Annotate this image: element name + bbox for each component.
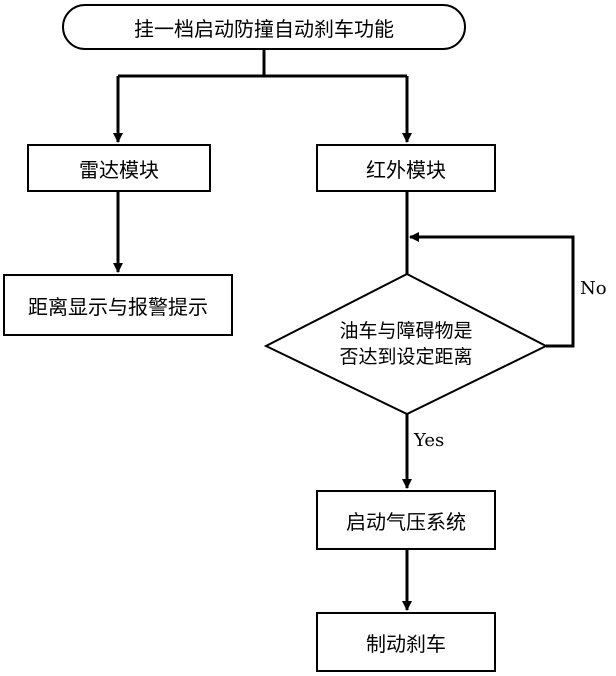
distance-alert-label: 距离显示与报警提示 bbox=[28, 294, 208, 319]
brake-label: 制动刹车 bbox=[366, 631, 446, 656]
edge-label-no: No bbox=[580, 278, 607, 299]
edge-label-yes: Yes bbox=[414, 430, 445, 451]
infrared-module-node: 红外模块 bbox=[316, 144, 496, 192]
decision-label: 油车与障碍物是 否达到设定距离 bbox=[300, 318, 512, 370]
radar-module-node: 雷达模块 bbox=[27, 144, 211, 192]
distance-alert-node: 距离显示与报警提示 bbox=[3, 274, 233, 336]
brake-node: 制动刹车 bbox=[316, 612, 496, 672]
infrared-module-label: 红外模块 bbox=[366, 157, 446, 182]
air-pressure-label: 启动气压系统 bbox=[346, 509, 466, 534]
arrow-no-loop bbox=[409, 232, 575, 348]
air-pressure-node: 启动气压系统 bbox=[316, 490, 496, 550]
decision-label-line2: 否达到设定距离 bbox=[339, 346, 473, 368]
decision-diamond bbox=[263, 272, 549, 416]
decision-label-line1: 油车与障碍物是 bbox=[339, 320, 473, 342]
radar-module-label: 雷达模块 bbox=[79, 157, 159, 182]
start-node-label: 挂一档启动防撞自动刹车功能 bbox=[134, 16, 394, 41]
start-node: 挂一档启动防撞自动刹车功能 bbox=[62, 4, 466, 50]
